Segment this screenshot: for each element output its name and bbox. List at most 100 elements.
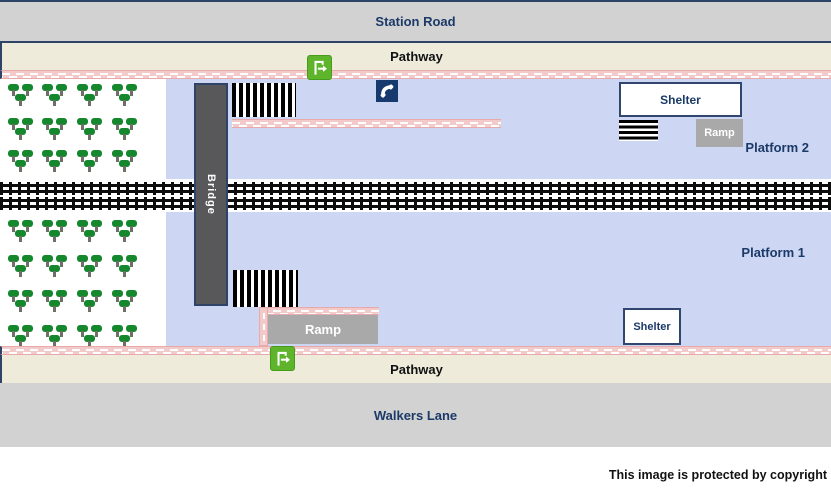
- tree-icon: [112, 220, 123, 233]
- tree-icon: [56, 255, 67, 268]
- tree-icon: [119, 300, 130, 313]
- street-station-road-label: Station Road: [375, 14, 456, 29]
- tree-icon: [56, 84, 67, 97]
- tree-cluster: [77, 325, 103, 347]
- street-walkers-lane-label: Walkers Lane: [373, 407, 458, 423]
- tree-icon: [15, 265, 26, 278]
- boundary-wall-bottom: [0, 346, 831, 355]
- tree-cluster: [112, 118, 138, 140]
- pathway-bottom: Pathway: [0, 355, 831, 383]
- tree-icon: [119, 128, 130, 141]
- tree-cluster: [77, 290, 103, 312]
- footbridge-label: Bridge: [205, 174, 217, 215]
- platform-2-wall-segment: [232, 119, 501, 128]
- tree-icon: [91, 325, 102, 338]
- tree-cluster: [112, 325, 138, 347]
- tree-icon: [84, 128, 95, 141]
- pathway-top: Pathway: [0, 43, 831, 70]
- tree-cluster: [77, 118, 103, 140]
- tree-cluster: [77, 255, 103, 277]
- tree-icon: [22, 84, 33, 97]
- tree-icon: [22, 220, 33, 233]
- tree-icon: [84, 94, 95, 107]
- tree-icon: [42, 150, 53, 163]
- shelter-platform-1-label: Shelter: [633, 320, 671, 333]
- tree-icon: [77, 290, 88, 303]
- tree-icon: [112, 255, 123, 268]
- tree-icon: [15, 160, 26, 173]
- tree-grove-top: [0, 0, 166, 447]
- tree-icon: [22, 325, 33, 338]
- tree-icon: [15, 230, 26, 243]
- tree-cluster: [8, 220, 34, 242]
- tree-cluster: [77, 220, 103, 242]
- tree-cluster: [112, 220, 138, 242]
- tree-icon: [49, 94, 60, 107]
- tree-icon: [49, 300, 60, 313]
- tree-icon: [56, 290, 67, 303]
- tree-icon: [126, 290, 137, 303]
- tree-icon: [42, 118, 53, 131]
- ramp-platform-2: Ramp: [696, 119, 743, 147]
- tree-icon: [8, 290, 19, 303]
- ramp-platform-2-label: Ramp: [704, 127, 735, 139]
- tree-grove-bottom: [0, 0, 166, 447]
- street-station-road: Station Road: [0, 0, 831, 43]
- pathway-bottom-label: Pathway: [390, 361, 443, 377]
- tree-icon: [77, 220, 88, 233]
- tree-icon: [84, 265, 95, 278]
- tree-icon: [84, 230, 95, 243]
- shelter-platform-1: Shelter: [623, 308, 681, 345]
- ramp-platform-1-label: Ramp: [304, 322, 342, 337]
- tree-icon: [91, 118, 102, 131]
- tree-icon: [91, 84, 102, 97]
- copyright-notice: This image is protected by copyright: [608, 468, 827, 482]
- tree-icon: [126, 220, 137, 233]
- tree-icon: [42, 84, 53, 97]
- tree-cluster: [77, 150, 103, 172]
- tree-icon: [126, 84, 137, 97]
- tree-icon: [119, 335, 130, 348]
- tree-cluster: [42, 220, 68, 242]
- tree-icon: [8, 150, 19, 163]
- tree-icon: [112, 150, 123, 163]
- tree-icon: [126, 118, 137, 131]
- tree-icon: [8, 220, 19, 233]
- tree-icon: [84, 335, 95, 348]
- footbridge: Bridge: [194, 83, 228, 306]
- tree-icon: [119, 160, 130, 173]
- ramp-platform-1: Ramp: [268, 315, 378, 344]
- tree-cluster: [112, 84, 138, 106]
- tree-icon: [77, 325, 88, 338]
- tree-cluster: [42, 325, 68, 347]
- tree-icon: [112, 325, 123, 338]
- tree-icon: [49, 230, 60, 243]
- tree-cluster: [8, 325, 34, 347]
- tree-icon: [119, 265, 130, 278]
- platform-2-label: Platform 2: [745, 140, 809, 155]
- tree-icon: [49, 128, 60, 141]
- tree-icon: [42, 290, 53, 303]
- tree-icon: [15, 128, 26, 141]
- ramp-wall-left: [259, 307, 268, 346]
- telephone-icon: [376, 80, 398, 102]
- exit-icon-bottom: [270, 346, 295, 371]
- tree-icon: [91, 290, 102, 303]
- platform-1-label: Platform 1: [741, 245, 805, 260]
- tree-cluster: [8, 150, 34, 172]
- tree-icon: [8, 84, 19, 97]
- tree-icon: [112, 84, 123, 97]
- tree-icon: [91, 255, 102, 268]
- tree-icon: [77, 150, 88, 163]
- tree-cluster: [112, 255, 138, 277]
- tree-icon: [22, 150, 33, 163]
- boundary-wall-top: [0, 70, 831, 79]
- tree-icon: [22, 255, 33, 268]
- tree-icon: [91, 150, 102, 163]
- tree-cluster: [42, 150, 68, 172]
- tree-icon: [42, 220, 53, 233]
- tree-icon: [126, 325, 137, 338]
- tree-icon: [42, 325, 53, 338]
- tree-cluster: [42, 290, 68, 312]
- tree-icon: [112, 118, 123, 131]
